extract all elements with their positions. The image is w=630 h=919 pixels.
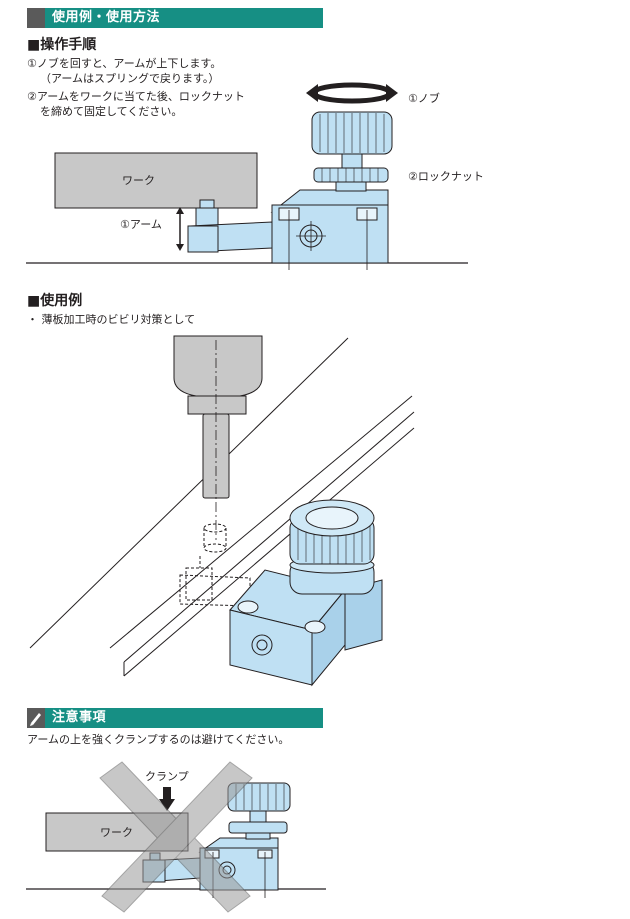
arm-part-2 bbox=[142, 852, 201, 883]
usage-bullet: ・ 薄板加工時のビビリ対策として bbox=[27, 313, 196, 326]
arm-part bbox=[187, 199, 273, 253]
arm-updown-arrow bbox=[176, 207, 184, 251]
unit-body bbox=[270, 189, 389, 270]
step-1-text: ①ノブを回すと、アームが上下します。 bbox=[27, 57, 222, 70]
usage-heading: ■使用例 bbox=[27, 293, 83, 309]
rotation-arrow-icon bbox=[306, 82, 398, 104]
spindle-part bbox=[173, 335, 263, 540]
unit-body-iso bbox=[229, 569, 383, 687]
locknut-label: ②ロックナット bbox=[408, 170, 484, 183]
section-banner-usage: 使用例・使用方法 bbox=[27, 8, 323, 28]
locknut-iso bbox=[289, 556, 375, 595]
work-label-2: ワーク bbox=[100, 826, 133, 839]
banner-square-icon bbox=[27, 8, 45, 28]
knob-label: ①ノブ bbox=[408, 92, 440, 105]
arm-dashed bbox=[179, 556, 251, 607]
section-title: 使用例・使用方法 bbox=[52, 10, 161, 25]
clamp-label: クランプ bbox=[145, 770, 189, 783]
pencil-icon bbox=[27, 708, 45, 728]
contact-dashed-circle bbox=[203, 523, 227, 553]
locknut-part-2 bbox=[228, 809, 288, 840]
caution-text: アームの上を強くクランプするのは避けてください。 bbox=[27, 733, 290, 746]
arm-label: ①アーム bbox=[120, 218, 162, 231]
procedure-heading: ■操作手順 bbox=[27, 37, 97, 53]
locknut-part bbox=[313, 167, 389, 192]
step-2-text-line2: を締めて固定してください。 bbox=[40, 105, 183, 118]
knob-part bbox=[311, 111, 393, 169]
clamp-arrow bbox=[159, 787, 175, 811]
step-2-text-line1: ②アームをワークに当てた後、ロックナット bbox=[27, 90, 245, 103]
knob-iso bbox=[289, 499, 375, 565]
knob-part-2 bbox=[227, 782, 291, 812]
section-banner-caution: 注意事項 bbox=[27, 708, 323, 728]
step-1-note: （アームはスプリングで戻ります。） bbox=[40, 72, 220, 85]
work-label: ワーク bbox=[122, 174, 155, 187]
caution-title: 注意事項 bbox=[52, 710, 107, 725]
unit-body-2 bbox=[198, 837, 279, 898]
work-block bbox=[54, 152, 258, 209]
